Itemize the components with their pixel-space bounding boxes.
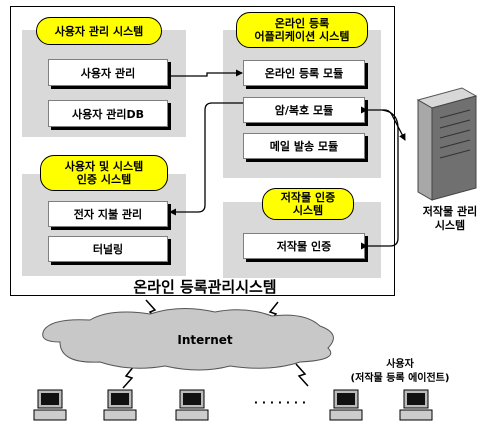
module-encryption: 암/복호 모듈 bbox=[243, 97, 365, 123]
online-reg-title: 온라인 등록 어플리케이션 시스템 bbox=[236, 12, 368, 48]
lightning-icon bbox=[295, 363, 309, 387]
client-label-line2: (저작물 등록 에이전트) bbox=[350, 373, 450, 384]
module-tunneling: 터널링 bbox=[48, 236, 168, 262]
system-title: 온라인 등록관리시스템 bbox=[133, 278, 277, 296]
lightning-icon bbox=[122, 365, 135, 389]
module-tunneling-label: 터널링 bbox=[92, 243, 124, 256]
server-label-line1: 저작물 관리 bbox=[422, 205, 478, 218]
module-user-management-label: 사용자 관리 bbox=[80, 66, 136, 80]
arrow-onlinereg-to-epayment bbox=[169, 102, 243, 216]
copyright-auth-title: 저작물 인증 시스템 bbox=[262, 188, 354, 220]
auth-title-line1: 사용자 및 시스템 bbox=[64, 160, 144, 173]
module-online-registration-label: 온라인 등록 모듈 bbox=[264, 67, 344, 80]
client-label: 사용자 (저작물 등록 에이전트) bbox=[330, 358, 470, 386]
server-label-line2: 시스템 bbox=[434, 219, 466, 232]
module-encryption-label: 암/복호 모듈 bbox=[274, 104, 334, 117]
copyright-auth-title-line2: 시스템 bbox=[292, 204, 324, 217]
module-mail-send-label: 메일 발송 모듈 bbox=[269, 140, 339, 153]
client-pc-icon bbox=[33, 389, 67, 421]
client-pc-icon bbox=[329, 389, 363, 421]
arrow-encryption-server bbox=[361, 106, 406, 141]
online-reg-title-line1: 온라인 등록 bbox=[274, 17, 330, 30]
module-copyright-auth: 저작물 인증 bbox=[243, 233, 365, 259]
server-icon bbox=[416, 87, 478, 201]
internet-cloud-icon bbox=[42, 307, 334, 371]
internet-label: Internet bbox=[177, 333, 233, 347]
module-e-payment-label: 전자 지불 관리 bbox=[73, 208, 143, 221]
server-label: 저작물 관리 시스템 bbox=[414, 205, 486, 233]
user-mgmt-title-text: 사용자 관리 시스템 bbox=[54, 24, 144, 38]
user-mgmt-title: 사용자 관리 시스템 bbox=[36, 17, 162, 45]
module-online-registration: 온라인 등록 모듈 bbox=[243, 60, 365, 86]
copyright-auth-title-line1: 저작물 인증 bbox=[280, 191, 336, 204]
module-mail-send: 메일 발송 모듈 bbox=[243, 133, 365, 159]
module-user-management: 사용자 관리 bbox=[48, 59, 168, 86]
auth-title: 사용자 및 시스템 인증 시스템 bbox=[40, 155, 168, 191]
module-user-db: 사용자 관리DB bbox=[48, 100, 168, 127]
client-pc-icon bbox=[399, 389, 433, 421]
online-reg-title-line2: 어플리케이션 시스템 bbox=[254, 30, 350, 43]
client-pc-icon bbox=[175, 389, 209, 421]
client-label-line1: 사용자 bbox=[386, 359, 414, 370]
clients-ellipsis: · · · · · · · bbox=[253, 396, 307, 409]
arrow-usermgmt-to-onlinereg bbox=[168, 69, 243, 77]
module-copyright-auth-label: 저작물 인증 bbox=[276, 240, 332, 253]
arrow-copyright-encryption bbox=[361, 109, 399, 250]
module-user-db-label: 사용자 관리DB bbox=[72, 107, 144, 121]
client-pc-icon bbox=[103, 389, 137, 421]
module-e-payment: 전자 지불 관리 bbox=[48, 201, 168, 227]
auth-title-line2: 인증 시스템 bbox=[76, 173, 132, 186]
